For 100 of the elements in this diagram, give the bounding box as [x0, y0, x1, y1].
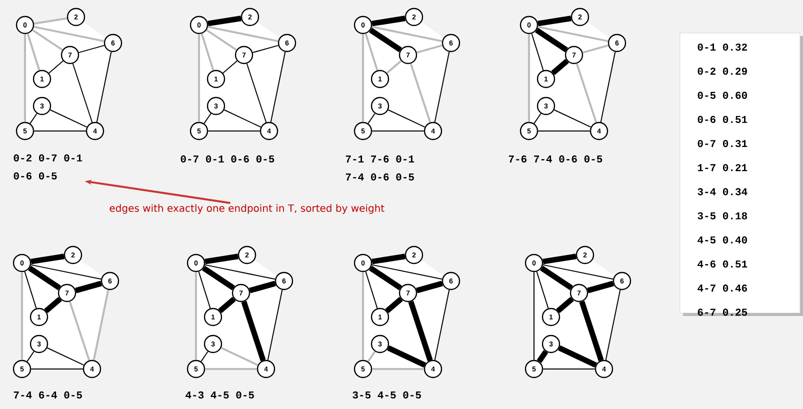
graph-edge — [204, 264, 276, 280]
graph-edge — [587, 280, 614, 294]
graph-edge — [24, 34, 26, 122]
weights-table: 0-1 0.32 0-2 0.29 0-5 0.60 0-6 0.51 0-7 0.31 1-7 0.21 3-4 0.34 3-5 0.18 4-5 0.40 4-6 0.51 4-7 0.46 6-7 0.25 — [680, 32, 803, 316]
graph-edge — [34, 130, 86, 132]
graph-edge — [542, 264, 614, 280]
graph-edge — [222, 60, 238, 74]
graph-edge — [368, 113, 376, 124]
graph-edge — [408, 300, 433, 362]
graph-edge — [372, 130, 424, 132]
graph-edge — [30, 264, 102, 280]
graph-edge — [26, 351, 34, 362]
graph-edge — [241, 300, 266, 362]
graph-edge — [249, 280, 276, 294]
graph-edge — [28, 266, 61, 290]
graph-edge — [538, 16, 572, 26]
graph-edge — [72, 63, 93, 123]
edge-list: 4-3 4-5 0-5 — [186, 391, 254, 399]
annotation-text: edges with exactly one endpoint in T, sorted by weight — [110, 204, 384, 214]
graph-edge — [551, 58, 569, 76]
edge-list: 7-6 7-4 0-6 0-5 — [508, 155, 602, 163]
graph-edge — [371, 264, 443, 280]
graph-edge — [92, 290, 110, 360]
graph-edge — [534, 113, 542, 124]
edge-list: 7-4 6-4 0-5 — [14, 391, 82, 399]
graph-edge — [386, 60, 402, 74]
graph-edge — [536, 350, 548, 363]
graph-edge — [528, 34, 530, 122]
graph-edge — [372, 26, 442, 42]
graph-edge — [558, 345, 597, 368]
graph-edge — [202, 266, 235, 290]
graph-edge — [364, 33, 378, 71]
graph-edge — [267, 289, 283, 361]
graph-edge — [372, 254, 406, 264]
graph-edge — [536, 271, 549, 309]
graph-edge — [220, 346, 258, 366]
graph-edge — [538, 130, 590, 132]
graph-edge — [44, 296, 62, 314]
graph-edge — [372, 368, 424, 370]
graph-edge — [600, 51, 616, 123]
graph-edge — [385, 296, 403, 314]
graph-edge — [195, 272, 197, 360]
graph-edge — [556, 296, 574, 314]
graph-edge — [198, 271, 211, 309]
graph-edge — [208, 130, 260, 132]
graph-edge — [218, 296, 236, 314]
graph-edge — [26, 33, 40, 71]
graph-edge — [531, 33, 544, 71]
graph-edge — [206, 29, 237, 51]
graph-edge — [34, 26, 104, 42]
graph-edge — [367, 350, 376, 362]
graph-edge — [434, 51, 450, 123]
graph-edge — [46, 347, 84, 366]
graph-edge — [535, 28, 568, 52]
edge-list: 7-4 0-6 0-5 — [346, 173, 414, 181]
graph-edge — [369, 28, 402, 52]
graph-edge — [204, 113, 212, 124]
graph-edge — [198, 34, 200, 122]
graph-edge — [224, 109, 262, 128]
graph-edge — [387, 345, 426, 368]
graph-edge — [270, 51, 286, 123]
graph-edge — [200, 351, 208, 362]
graph-edge — [30, 113, 38, 124]
graph-edge — [416, 280, 443, 294]
graph-edge — [365, 271, 378, 309]
graph-edge — [75, 280, 102, 294]
graph-edge — [434, 289, 450, 361]
graph-edge — [78, 44, 105, 54]
graph-edge — [21, 272, 24, 360]
graph-edge — [30, 368, 84, 370]
graph-edge — [538, 26, 608, 42]
graph-edge — [208, 26, 278, 42]
graph-edge — [576, 63, 598, 123]
graph-edge — [605, 289, 621, 361]
graph-edge — [362, 272, 364, 360]
edge-list: 0-2 0-7 0-1 0-6 0-5 — [14, 154, 82, 180]
graph-edge — [246, 63, 267, 123]
graph-edge — [554, 109, 592, 128]
graph-edge — [208, 16, 242, 26]
graph-edge — [205, 368, 257, 370]
graph-edge — [388, 109, 426, 128]
graph-edge — [416, 44, 442, 54]
graph-edge — [200, 33, 214, 71]
graph-edge — [542, 254, 576, 264]
graph-edge — [30, 254, 64, 264]
graph-edge — [48, 60, 64, 74]
graph-edge — [540, 266, 573, 290]
edge-list: 3-5 4-5 0-5 — [352, 391, 421, 399]
graph-edge — [34, 17, 68, 25]
graph-edge — [410, 63, 432, 123]
graph-edge — [96, 51, 112, 123]
graph-edge — [579, 300, 604, 362]
graph-edge — [32, 29, 63, 51]
graph-edge — [362, 34, 364, 122]
graph-edge — [252, 44, 279, 54]
graph-edge — [68, 301, 90, 361]
edge-list: 7-1 7-6 0-1 — [346, 155, 414, 163]
graph-edge — [542, 368, 596, 370]
graph-edge — [50, 109, 88, 128]
graph-edge — [582, 44, 608, 54]
